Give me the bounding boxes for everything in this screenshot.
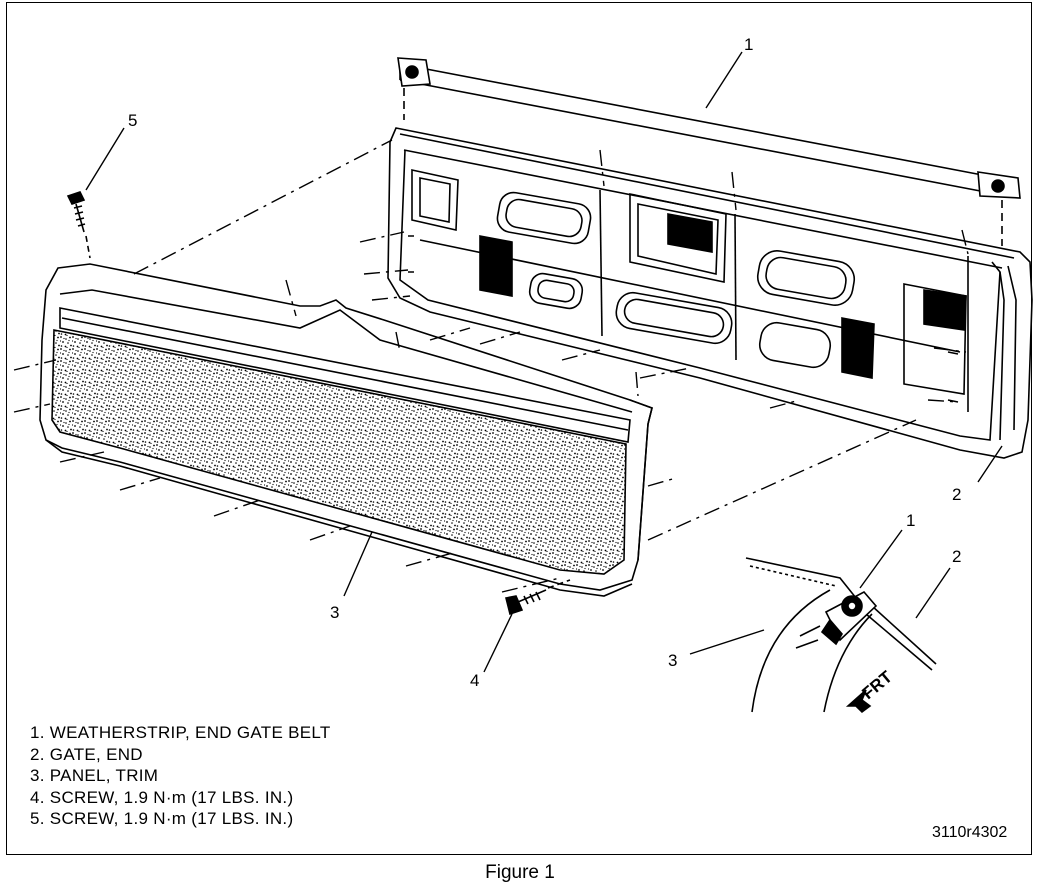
legend-item-3: 3. PANEL, TRIM [30, 766, 159, 785]
legend-item-2: 2. GATE, END [30, 744, 143, 764]
diagram-frame [6, 2, 1032, 855]
callout-4: 4 [470, 671, 479, 690]
assembly-guide-lines [13, 139, 969, 593]
inset-callout-3: 3 [668, 651, 677, 670]
inset-callout-1: 1 [906, 511, 915, 530]
legend-item-1: 1. WEATHERSTRIP, END GATE BELT [30, 723, 331, 742]
front-direction-label: FRT [858, 667, 896, 703]
screw-5 [66, 191, 91, 259]
figure-reference-number: 3110r4302 [932, 824, 1008, 841]
end-gate [387, 127, 1033, 459]
inset-callout-2: 2 [952, 547, 961, 566]
callout-1: 1 [744, 35, 753, 54]
callout-3: 3 [330, 603, 339, 622]
callout-2: 2 [952, 485, 961, 504]
figure-caption: Figure 1 [485, 862, 555, 883]
callout-leaders [85, 51, 1003, 673]
inset-detail [745, 557, 937, 714]
weatherstrip [397, 57, 1021, 246]
legend-item-5: 5. SCREW, 1.9 N·m (17 LBS. IN.) [30, 809, 294, 828]
parts-legend: 1. WEATHERSTRIP, END GATE BELT 2. GATE, … [30, 722, 331, 830]
trim-panel [39, 263, 653, 597]
callout-5: 5 [128, 111, 137, 130]
screw-4 [505, 579, 571, 616]
legend-item-4: 4. SCREW, 1.9 N·m (17 LBS. IN.) [30, 787, 294, 807]
